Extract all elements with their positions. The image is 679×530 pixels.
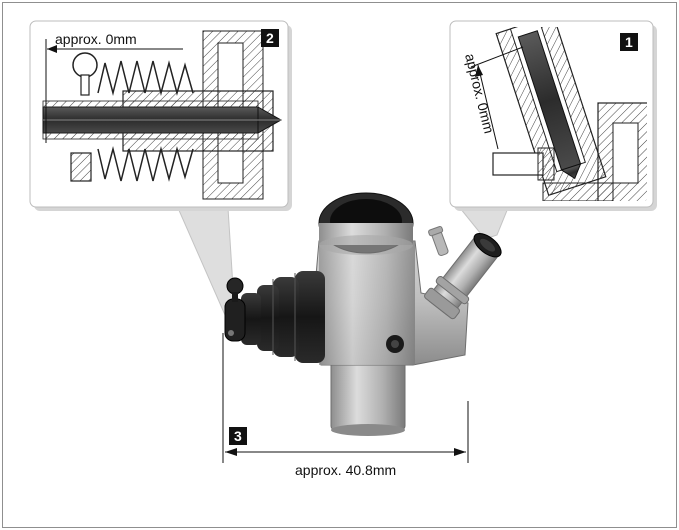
dimension-label-overall: approx. 40.8mm	[295, 462, 396, 478]
badge-2	[261, 29, 279, 47]
badge-2-label: 2	[266, 30, 274, 46]
cross-section-drawing-left	[42, 30, 282, 200]
adjuster-nipple	[224, 277, 246, 342]
badge-1-label: 1	[625, 34, 633, 50]
badge-3	[229, 427, 247, 445]
carburetor-diagram: approx. 0mm 2 approx. 0mm	[29, 20, 657, 478]
overall-dimension: 3 approx. 40.8mm	[222, 333, 469, 478]
dimension-label-left: approx. 0mm	[55, 31, 137, 47]
badge-3-label: 3	[234, 428, 242, 444]
fuel-nipple	[424, 232, 502, 320]
badge-1	[620, 33, 638, 51]
carburetor-illustration	[224, 192, 502, 436]
callout-connector-left	[177, 207, 235, 316]
callout-panel-left: approx. 0mm 2	[29, 20, 292, 211]
cross-section-drawing-right	[492, 27, 647, 201]
callout-panel-right: approx. 0mm 1	[449, 20, 657, 211]
rubber-boot	[241, 271, 325, 363]
